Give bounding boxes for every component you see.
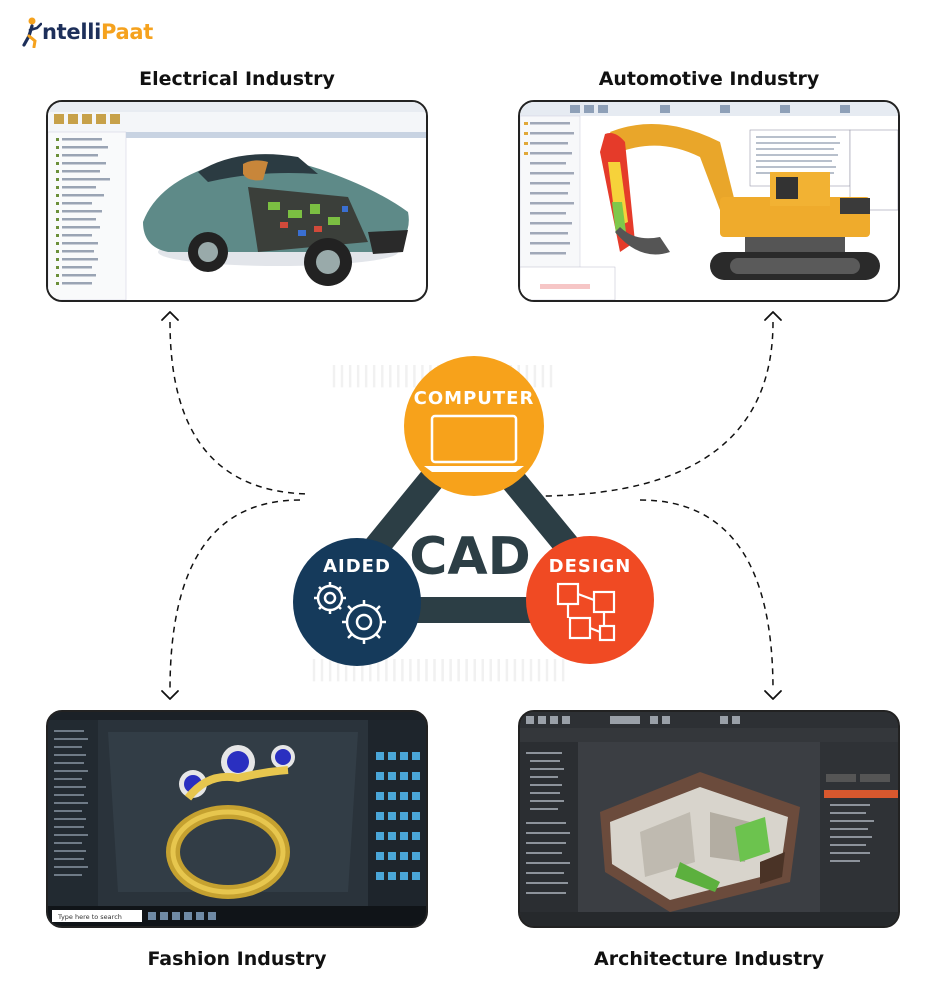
cad-label: CAD xyxy=(409,527,531,587)
gears-icon xyxy=(314,582,386,644)
logo-prefix: ntelli xyxy=(42,20,102,44)
excavator-model xyxy=(600,124,880,280)
arrow-down-right xyxy=(764,690,782,700)
design-circle xyxy=(526,536,654,664)
flowchart-icon xyxy=(556,582,616,642)
title-automotive: Automotive Industry xyxy=(598,68,820,90)
arrow-up-left xyxy=(161,311,179,321)
design-label: DESIGN xyxy=(549,556,632,577)
arrow-up-right xyxy=(764,311,782,321)
architecture-screenshot xyxy=(518,710,900,928)
computer-circle xyxy=(404,356,544,496)
title-architecture: Architecture Industry xyxy=(594,948,824,970)
house-model xyxy=(600,772,800,912)
electrical-screenshot xyxy=(46,100,428,302)
aided-label: AIDED xyxy=(323,556,391,577)
ring-model xyxy=(166,745,295,899)
laptop-icon xyxy=(424,414,524,472)
automotive-screenshot xyxy=(518,100,900,302)
aided-circle xyxy=(293,538,421,666)
arrow-down-left xyxy=(161,690,179,700)
title-fashion: Fashion Industry xyxy=(147,948,327,970)
intellipaat-logo: ntelliPaat xyxy=(20,14,153,50)
runner-icon xyxy=(22,17,42,48)
fashion-screenshot: Type here to search xyxy=(46,710,428,928)
logo-wordmark: ntelliPaat xyxy=(42,20,153,44)
triangle-frame xyxy=(312,417,633,623)
car-model xyxy=(143,154,409,286)
logo-suffix: Paat xyxy=(101,20,154,44)
title-electrical: Electrical Industry xyxy=(139,68,335,90)
taskbar-search[interactable]: Type here to search xyxy=(57,913,122,921)
computer-label: COMPUTER xyxy=(414,388,535,409)
